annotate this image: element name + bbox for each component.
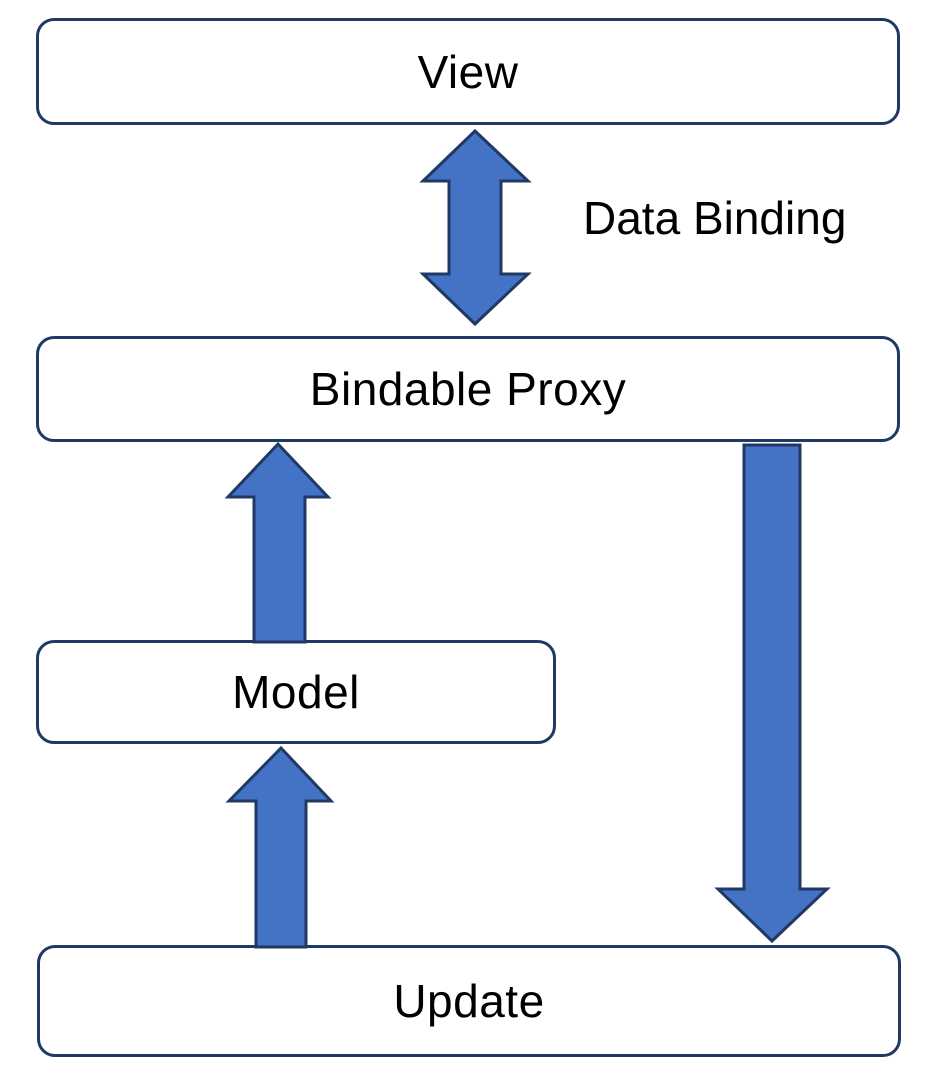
node-update: Update: [37, 945, 901, 1057]
edge-label-data-binding: Data Binding: [583, 192, 847, 244]
arrow-bindable-proxy-to-update-icon: [714, 443, 831, 944]
node-model: Model: [36, 640, 556, 744]
node-view: View: [36, 18, 900, 125]
node-bindable-proxy-label: Bindable Proxy: [309, 363, 627, 415]
node-update-label: Update: [393, 975, 545, 1027]
arrow-update-to-model-icon: [225, 745, 335, 949]
node-model-label: Model: [232, 666, 360, 718]
node-bindable-proxy: Bindable Proxy: [36, 336, 900, 442]
node-view-label: View: [417, 45, 519, 98]
arrow-model-to-bindable-proxy-icon: [224, 441, 332, 644]
double-arrow-view-bindable-proxy-icon: [419, 128, 532, 327]
